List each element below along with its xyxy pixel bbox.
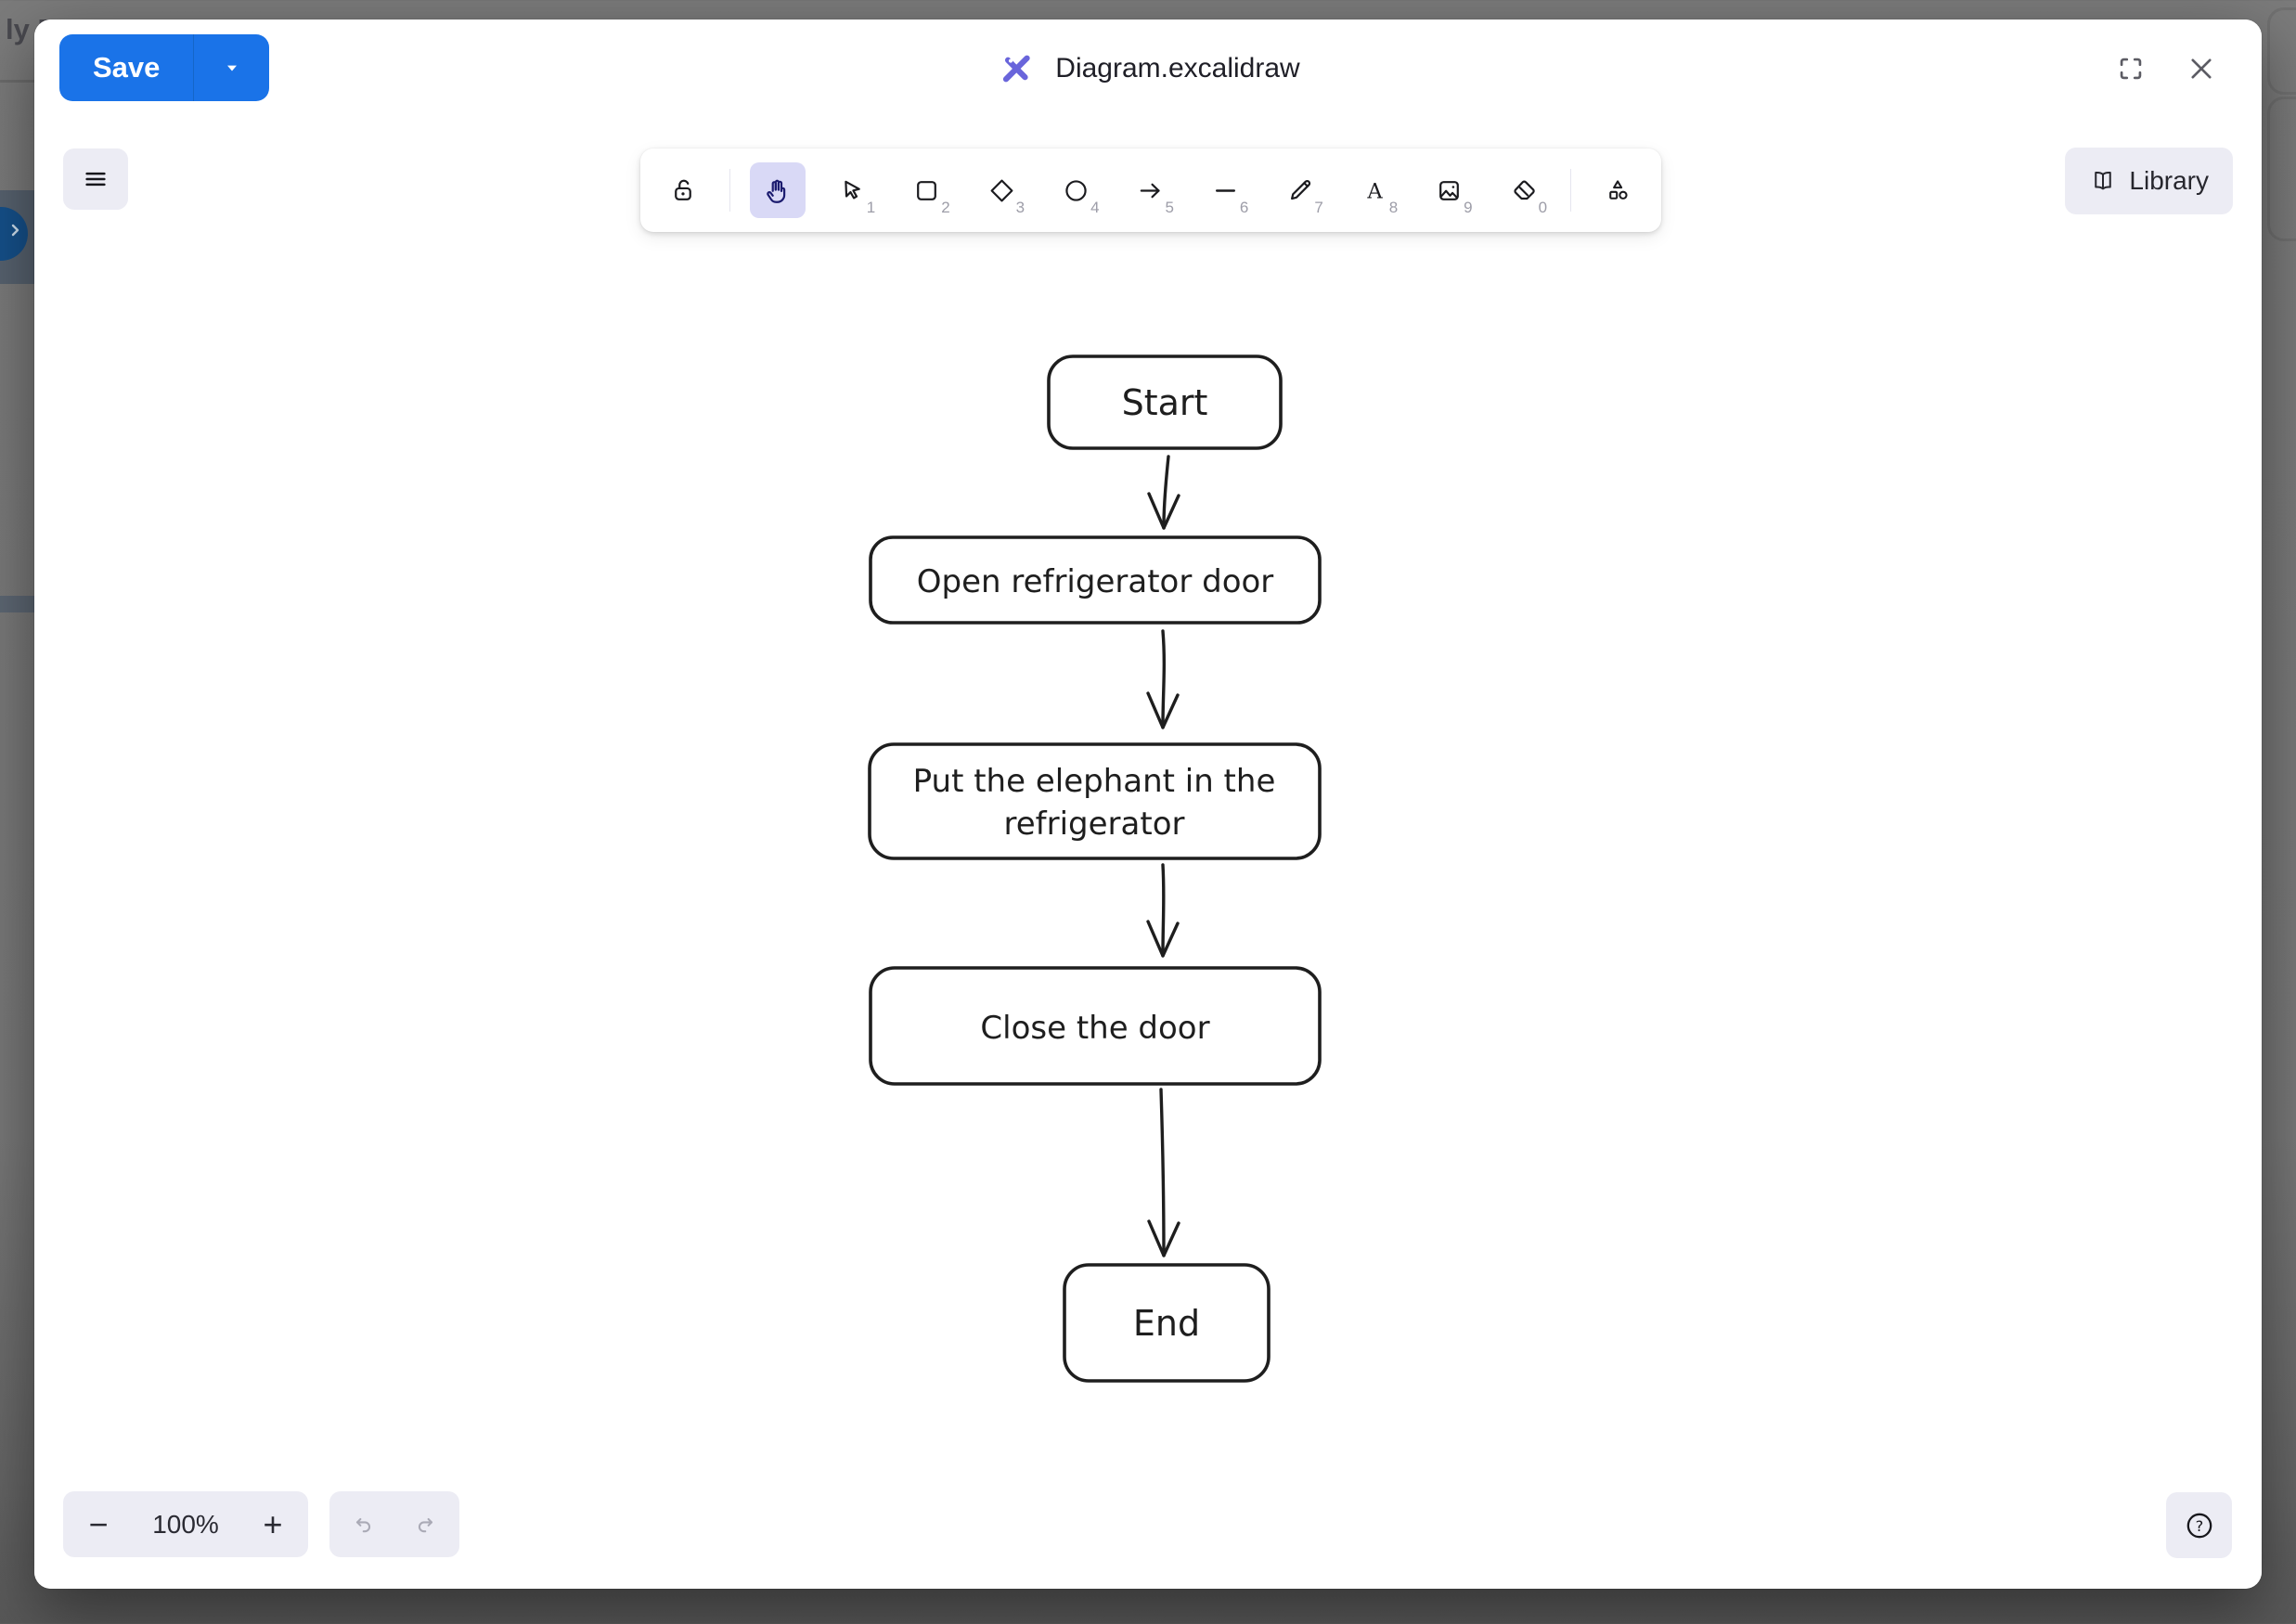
- background-divider: [0, 80, 34, 83]
- fullscreen-icon: [2120, 58, 2142, 79]
- ellipse-icon: [1065, 179, 1087, 201]
- eraser-icon: [1513, 180, 1535, 200]
- edge-arrow[interactable]: [1146, 863, 1180, 958]
- zoom-in-button[interactable]: +: [247, 1497, 299, 1553]
- line-icon: [1215, 188, 1235, 192]
- tool-rectangle[interactable]: 2: [899, 162, 955, 218]
- text-tool-icon: A: [1366, 179, 1383, 203]
- history-controls: [329, 1491, 459, 1557]
- node-end[interactable]: End: [1063, 1263, 1271, 1383]
- tool-eraser[interactable]: 0: [1496, 162, 1552, 218]
- node-label: End: [1133, 1303, 1200, 1344]
- node-close-door[interactable]: Close the door: [869, 966, 1322, 1086]
- undo-button[interactable]: [336, 1497, 388, 1553]
- fullscreen-button[interactable]: [2115, 53, 2147, 84]
- tool-toolbar: 1 2 3 4: [640, 148, 1661, 232]
- save-dropdown-button[interactable]: [193, 34, 269, 101]
- main-menu-button[interactable]: [63, 148, 128, 210]
- tool-shortcut: 6: [1239, 199, 1249, 216]
- tool-selection[interactable]: 1: [824, 162, 880, 218]
- excalidraw-modal: Save Diagram.excalidraw: [34, 19, 2262, 1589]
- background-chevron-icon: [11, 224, 19, 237]
- tool-line[interactable]: 6: [1197, 162, 1253, 218]
- node-label: Put the elephant in the: [913, 763, 1276, 800]
- flowchart-canvas: Start Open refrigerator door Put the ele…: [868, 354, 1322, 1383]
- node-label: Open refrigerator door: [917, 563, 1274, 600]
- node-label: refrigerator: [1004, 806, 1185, 843]
- toolbar-divider: [729, 169, 731, 212]
- help-icon: ?: [2186, 1513, 2212, 1538]
- toolbar-divider: [1570, 169, 1572, 212]
- svg-text:A: A: [1366, 179, 1383, 203]
- help-button[interactable]: ?: [2166, 1492, 2232, 1558]
- save-button[interactable]: Save: [59, 34, 193, 101]
- tool-shortcut: 2: [941, 199, 950, 216]
- rectangle-icon: [917, 180, 937, 200]
- tool-shortcut: 0: [1538, 199, 1548, 216]
- undo-icon: [355, 1517, 371, 1532]
- tool-image[interactable]: 9: [1422, 162, 1477, 218]
- tool-shortcut: 9: [1464, 199, 1473, 216]
- node-start[interactable]: Start: [1047, 354, 1283, 450]
- edge-arrow[interactable]: [1146, 629, 1180, 729]
- tool-shortcut: 7: [1314, 199, 1323, 216]
- close-button[interactable]: [2186, 53, 2217, 84]
- edge-arrow[interactable]: [1147, 1088, 1180, 1257]
- redo-icon: [418, 1517, 433, 1532]
- window-controls: [2115, 19, 2217, 117]
- background-selected-row: [0, 190, 34, 284]
- arrow-icon: [1141, 183, 1161, 198]
- tool-text[interactable]: A 8: [1347, 162, 1402, 218]
- hand-icon: [767, 179, 786, 203]
- tool-more-shapes[interactable]: [1591, 162, 1646, 218]
- zoom-out-button[interactable]: −: [72, 1497, 124, 1553]
- modal-header: Save Diagram.excalidraw: [34, 19, 2262, 118]
- node-label: Close the door: [980, 1010, 1209, 1047]
- excalidraw-logo-icon: [1002, 55, 1030, 82]
- shapes-icon: [1609, 179, 1628, 200]
- tool-shortcut: 1: [866, 199, 876, 216]
- background-row: [0, 596, 34, 612]
- diamond-icon: [990, 179, 1013, 201]
- lock-open-icon: [674, 179, 691, 200]
- document-title-group: Diagram.excalidraw: [996, 19, 1300, 117]
- zoom-level[interactable]: 100%: [152, 1509, 219, 1539]
- tool-shortcut: 3: [1015, 199, 1025, 216]
- tool-hand[interactable]: [749, 162, 806, 218]
- redo-button[interactable]: [401, 1497, 453, 1553]
- tool-diamond[interactable]: 3: [974, 162, 1029, 218]
- book-icon: [2095, 171, 2112, 190]
- cursor-icon: [845, 180, 860, 199]
- svg-text:?: ?: [2195, 1516, 2203, 1534]
- image-icon: [1439, 180, 1460, 200]
- tool-ellipse[interactable]: 4: [1049, 162, 1104, 218]
- node-label: Start: [1122, 382, 1208, 423]
- tool-arrow[interactable]: 5: [1123, 162, 1179, 218]
- close-icon: [2191, 58, 2212, 79]
- node-open-door[interactable]: Open refrigerator door: [869, 535, 1322, 625]
- tool-lock[interactable]: [655, 162, 711, 218]
- document-title: Diagram.excalidraw: [1055, 52, 1300, 84]
- tool-shortcut: 8: [1388, 199, 1399, 216]
- tool-draw[interactable]: 7: [1272, 162, 1328, 218]
- tool-shortcut: 5: [1165, 199, 1174, 216]
- zoom-controls: − 100% +: [63, 1491, 308, 1557]
- edge-arrow[interactable]: [1147, 455, 1180, 530]
- node-put-elephant[interactable]: Put the elephant in the refrigerator: [868, 742, 1322, 860]
- library-label: Library: [2129, 166, 2209, 195]
- save-split-button[interactable]: Save: [59, 34, 270, 101]
- background-card: [2267, 97, 2296, 241]
- caret-down-icon: [226, 65, 237, 71]
- canvas-area[interactable]: Start Open refrigerator door Put the ele…: [34, 117, 2262, 1589]
- library-button[interactable]: Library: [2065, 148, 2233, 214]
- hamburger-icon: [85, 172, 106, 187]
- background-card: [2267, 7, 2296, 95]
- pencil-icon: [1291, 179, 1311, 200]
- tool-shortcut: 4: [1090, 199, 1100, 216]
